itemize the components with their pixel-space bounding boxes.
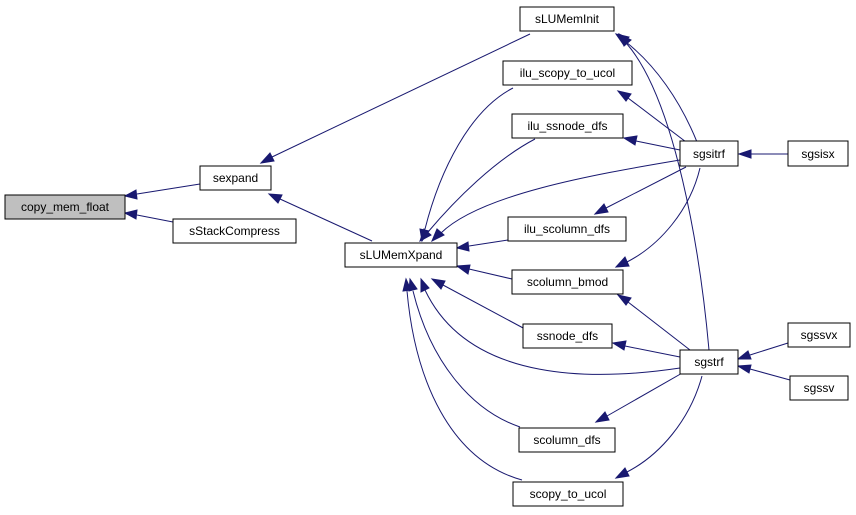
node-label: ilu_scolumn_dfs xyxy=(524,222,610,236)
edge-sstackcompress-to-copy-mem-float xyxy=(123,209,174,223)
node-sstackcompress[interactable]: sStackCompress xyxy=(172,218,297,244)
node-sgstrf[interactable]: sgstrf xyxy=(679,349,739,375)
edge-sgsitrf-to-scolumn-bmod xyxy=(614,167,701,268)
node-scolumn-bmod[interactable]: scolumn_bmod xyxy=(511,269,624,295)
node-label: sexpand xyxy=(213,171,258,185)
node-label: ssnode_dfs xyxy=(537,329,598,343)
edges xyxy=(123,32,791,481)
node-slumemxpand[interactable]: sLUMemXpand xyxy=(344,242,458,268)
edge-sgsitrf-to-ilu-ssnode-dfs xyxy=(622,135,681,151)
node-ilu-scopy-to-ucol[interactable]: ilu_scopy_to_ucol xyxy=(502,60,633,86)
node-scolumn-dfs[interactable]: scolumn_dfs xyxy=(518,427,616,453)
node-label: sStackCompress xyxy=(189,224,280,238)
node-sgssvx[interactable]: sgssvx xyxy=(787,322,851,348)
edge-sgstrf-to-scolumn-dfs xyxy=(594,371,685,423)
node-label: scopy_to_ucol xyxy=(530,487,607,501)
edge-sgstrf-to-ssnode-dfs xyxy=(611,340,681,358)
edge-slumemxpand-to-sexpand xyxy=(267,193,373,242)
edge-sgstrf-to-scolumn-bmod xyxy=(616,294,691,351)
edge-ilu-scolumn-dfs-to-slumemxpand xyxy=(455,239,509,252)
node-copy-mem-float[interactable]: copy_mem_float xyxy=(4,194,126,220)
node-sgssv[interactable]: sgssv xyxy=(789,375,849,401)
node-label: sgsisx xyxy=(801,147,834,161)
node-label: ilu_scopy_to_ucol xyxy=(520,66,615,80)
edge-scolumn-dfs-to-slumemxpand xyxy=(408,277,521,428)
edge-sgsitrf-to-ilu-scopy-to-ucol xyxy=(616,90,691,146)
node-sexpand[interactable]: sexpand xyxy=(199,165,272,191)
node-sgsisx[interactable]: sgsisx xyxy=(787,140,849,167)
edge-sgstrf-to-slumeminit xyxy=(618,32,710,351)
edge-sgsitrf-to-ilu-scolumn-dfs xyxy=(593,166,687,215)
edge-sgstrf-to-slumemxpand xyxy=(420,277,681,375)
edge-sgsitrf-to-slumemxpand xyxy=(431,159,681,243)
node-label: scolumn_dfs xyxy=(533,433,600,447)
node-label: copy_mem_float xyxy=(21,200,110,214)
edge-sgssvx-to-sgstrf xyxy=(736,342,789,360)
edge-ilu-scopy-to-ucol-to-slumemxpand xyxy=(419,87,514,243)
nodes: copy_mem_float sexpand sStackCompress sL… xyxy=(4,6,851,507)
node-label: scolumn_bmod xyxy=(527,275,608,289)
node-ilu-ssnode-dfs[interactable]: ilu_ssnode_dfs xyxy=(511,113,624,139)
node-label: sgssv xyxy=(804,381,835,395)
node-slumeminit[interactable]: sLUMemInit xyxy=(519,6,615,32)
node-label: sLUMemXpand xyxy=(360,248,443,262)
edge-sgsisx-to-sgsitrf xyxy=(737,149,788,159)
node-label: sgstrf xyxy=(694,355,724,369)
node-scopy-to-ucol[interactable]: scopy_to_ucol xyxy=(512,481,624,507)
edge-sexpand-to-copy-mem-float xyxy=(123,183,201,200)
edge-scolumn-bmod-to-slumemxpand xyxy=(455,264,513,280)
node-ilu-scolumn-dfs[interactable]: ilu_scolumn_dfs xyxy=(507,216,627,242)
edge-sgssv-to-sgstrf xyxy=(736,364,791,381)
node-sgsitrf[interactable]: sgsitrf xyxy=(679,140,739,167)
node-label: ilu_ssnode_dfs xyxy=(527,119,607,133)
node-label: sgssvx xyxy=(801,328,838,342)
node-label: sgsitrf xyxy=(693,147,726,161)
edge-ilu-ssnode-dfs-to-slumemxpand xyxy=(419,138,536,243)
node-ssnode-dfs[interactable]: ssnode_dfs xyxy=(522,323,613,349)
edge-ssnode-dfs-to-slumemxpand xyxy=(430,278,526,330)
edge-sgstrf-to-scopy-to-ucol xyxy=(614,375,703,479)
node-label: sLUMemInit xyxy=(535,12,600,26)
edge-slumeminit-to-sexpand xyxy=(259,33,531,164)
edge-scopy-to-ucol-to-slumemxpand xyxy=(402,277,523,481)
edge-sgsitrf-to-slumeminit xyxy=(614,33,698,143)
